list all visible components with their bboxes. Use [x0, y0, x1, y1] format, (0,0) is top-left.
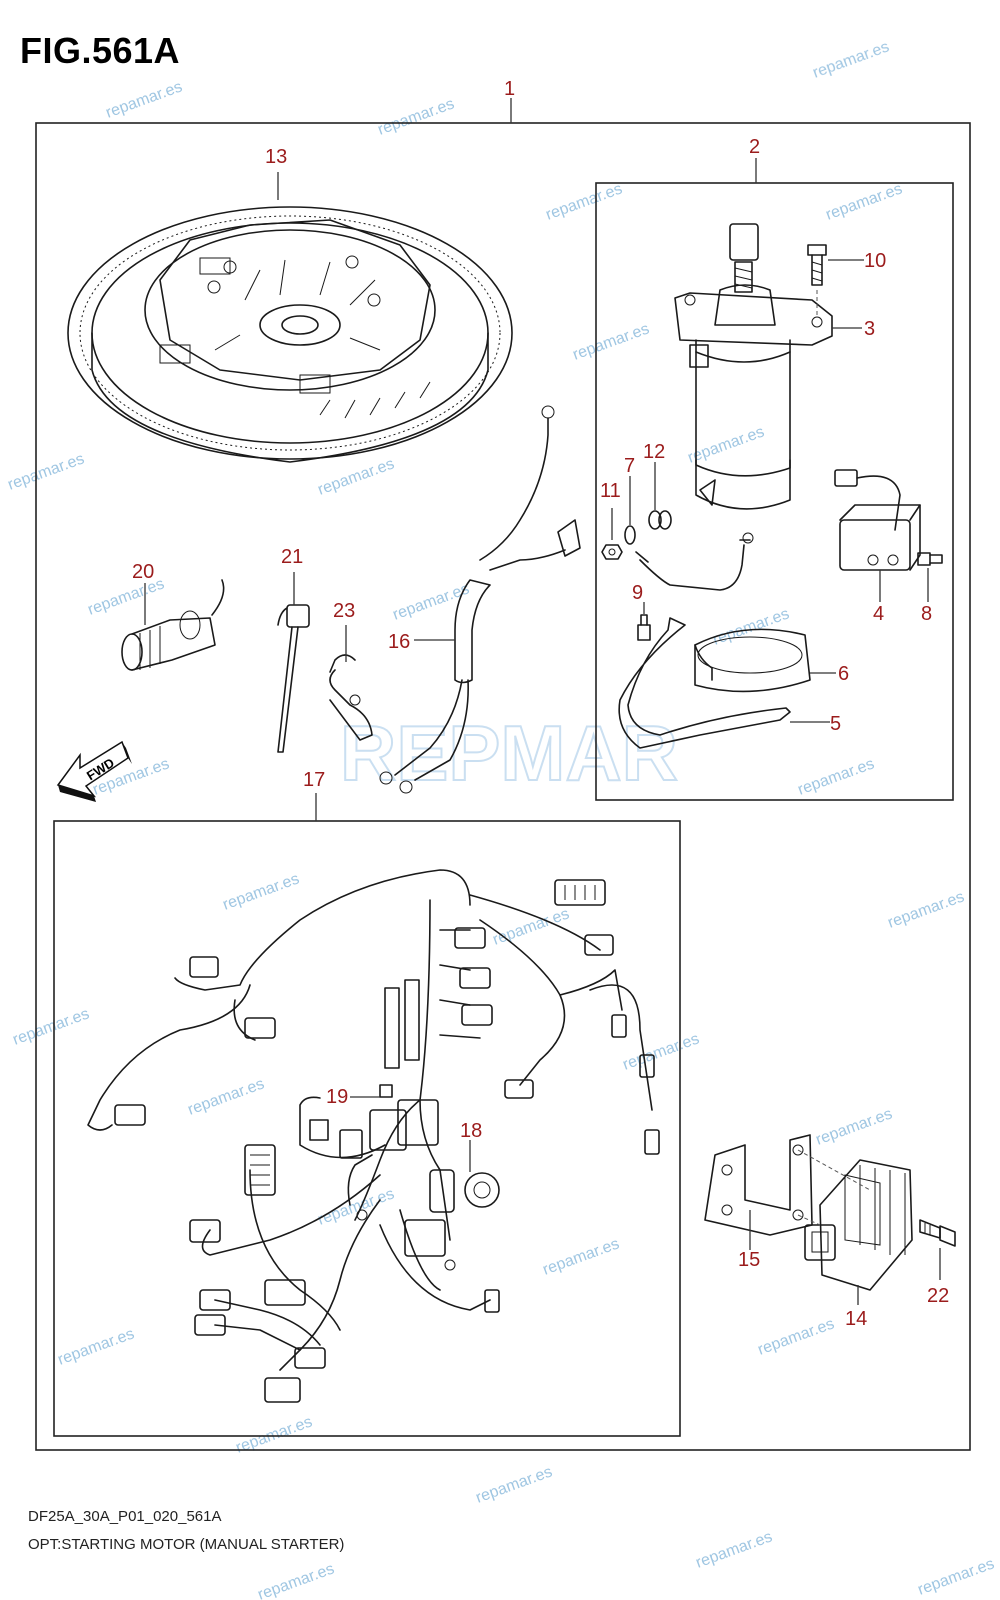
bolt-10-part — [807, 244, 827, 286]
starter-relay-part — [834, 469, 921, 571]
watermark-text: repamar.es — [916, 1555, 997, 1598]
callout-4: 4 — [873, 603, 884, 625]
watermark-text: repamar.es — [824, 180, 905, 223]
watermark-text: repamar.es — [186, 1075, 267, 1118]
bolt-22-part — [919, 1219, 956, 1247]
watermark-text: repamar.es — [221, 870, 302, 913]
battery-cable-16-part — [379, 405, 581, 794]
callout-18: 18 — [460, 1120, 482, 1142]
callout-13: 13 — [265, 146, 287, 168]
watermark-logo: REPMAR — [340, 709, 678, 797]
callout-9: 9 — [632, 582, 643, 604]
watermark-text: repamar.es — [886, 888, 967, 931]
figure-title: FIG.561A — [20, 30, 181, 71]
switch-20-part — [121, 579, 225, 671]
wire-harness-17-part — [87, 869, 660, 1403]
watermark-text: repamar.es — [694, 1528, 775, 1571]
bolt-9-part — [637, 614, 651, 641]
watermark-text: repamar.es — [571, 320, 652, 363]
callout-7: 7 — [624, 455, 635, 477]
watermark-text: repamar.es — [56, 1325, 137, 1368]
callout-17: 17 — [303, 769, 325, 791]
washers-11-7-12 — [601, 510, 672, 560]
watermark-text: repamar.es — [686, 423, 767, 466]
callout-21: 21 — [281, 546, 303, 568]
callout-23: 23 — [333, 600, 355, 622]
watermark-text: repamar.es — [104, 78, 185, 121]
callout-3: 3 — [864, 318, 875, 340]
callout-2: 2 — [749, 136, 760, 158]
assembly-frame — [35, 122, 971, 1451]
watermark-text: repamar.es — [756, 1315, 837, 1358]
callout-8: 8 — [921, 603, 932, 625]
clip-23-part — [329, 654, 373, 741]
watermark-text: repamar.es — [316, 1185, 397, 1228]
watermark-text: repamar.es — [621, 1030, 702, 1073]
watermark-text: repamar.es — [11, 1005, 92, 1048]
callout-5: 5 — [830, 713, 841, 735]
cable-tie-21-part — [277, 604, 310, 753]
starter-link-cable — [639, 544, 745, 591]
callout-19: 19 — [326, 1086, 348, 1108]
watermark-layer: repamar.es repamar.es repamar.es repamar… — [6, 38, 997, 1600]
callout-20: 20 — [132, 561, 154, 583]
watermark-text: repamar.es — [86, 575, 167, 618]
watermark-text: repamar.es — [6, 450, 87, 493]
callout-15: 15 — [738, 1249, 760, 1271]
model-code: DF25A_30A_P01_020_561A — [28, 1508, 222, 1525]
strap-5-part — [618, 617, 791, 749]
band-6-part — [694, 628, 811, 693]
watermark-text: repamar.es — [256, 1560, 337, 1600]
watermark-text: repamar.es — [376, 95, 457, 138]
watermark-text: repamar.es — [796, 755, 877, 798]
guide-line — [797, 1214, 821, 1226]
callout-11: 11 — [600, 480, 621, 502]
callout-22: 22 — [927, 1285, 949, 1307]
starter-motor-subframe — [595, 182, 954, 801]
sensor-18-part — [429, 1169, 500, 1213]
callout-16: 16 — [388, 631, 410, 653]
watermark-text: repamar.es — [814, 1105, 895, 1148]
callout-6: 6 — [838, 663, 849, 685]
callout-14: 14 — [845, 1308, 867, 1330]
figure-caption: OPT:STARTING MOTOR (MANUAL STARTER) — [28, 1536, 345, 1553]
callout-10: 10 — [864, 250, 886, 272]
watermark-text: repamar.es — [316, 455, 397, 498]
watermark-text: repamar.es — [541, 1235, 622, 1278]
watermark-text: repamar.es — [544, 180, 625, 223]
callout-12: 12 — [643, 441, 665, 463]
bracket-15-part — [704, 1134, 813, 1236]
guide-line — [797, 1149, 871, 1191]
starter-motor-part — [674, 223, 833, 510]
flywheel-rotor-part — [67, 206, 513, 463]
bolt-8-part — [917, 552, 943, 566]
callout-1: 1 — [504, 78, 515, 100]
watermark-text: repamar.es — [811, 38, 892, 81]
watermark-text: repamar.es — [474, 1463, 555, 1506]
harness-subframe — [53, 820, 681, 1437]
rectifier-14-part — [804, 1159, 913, 1291]
watermark-text: repamar.es — [711, 605, 792, 648]
